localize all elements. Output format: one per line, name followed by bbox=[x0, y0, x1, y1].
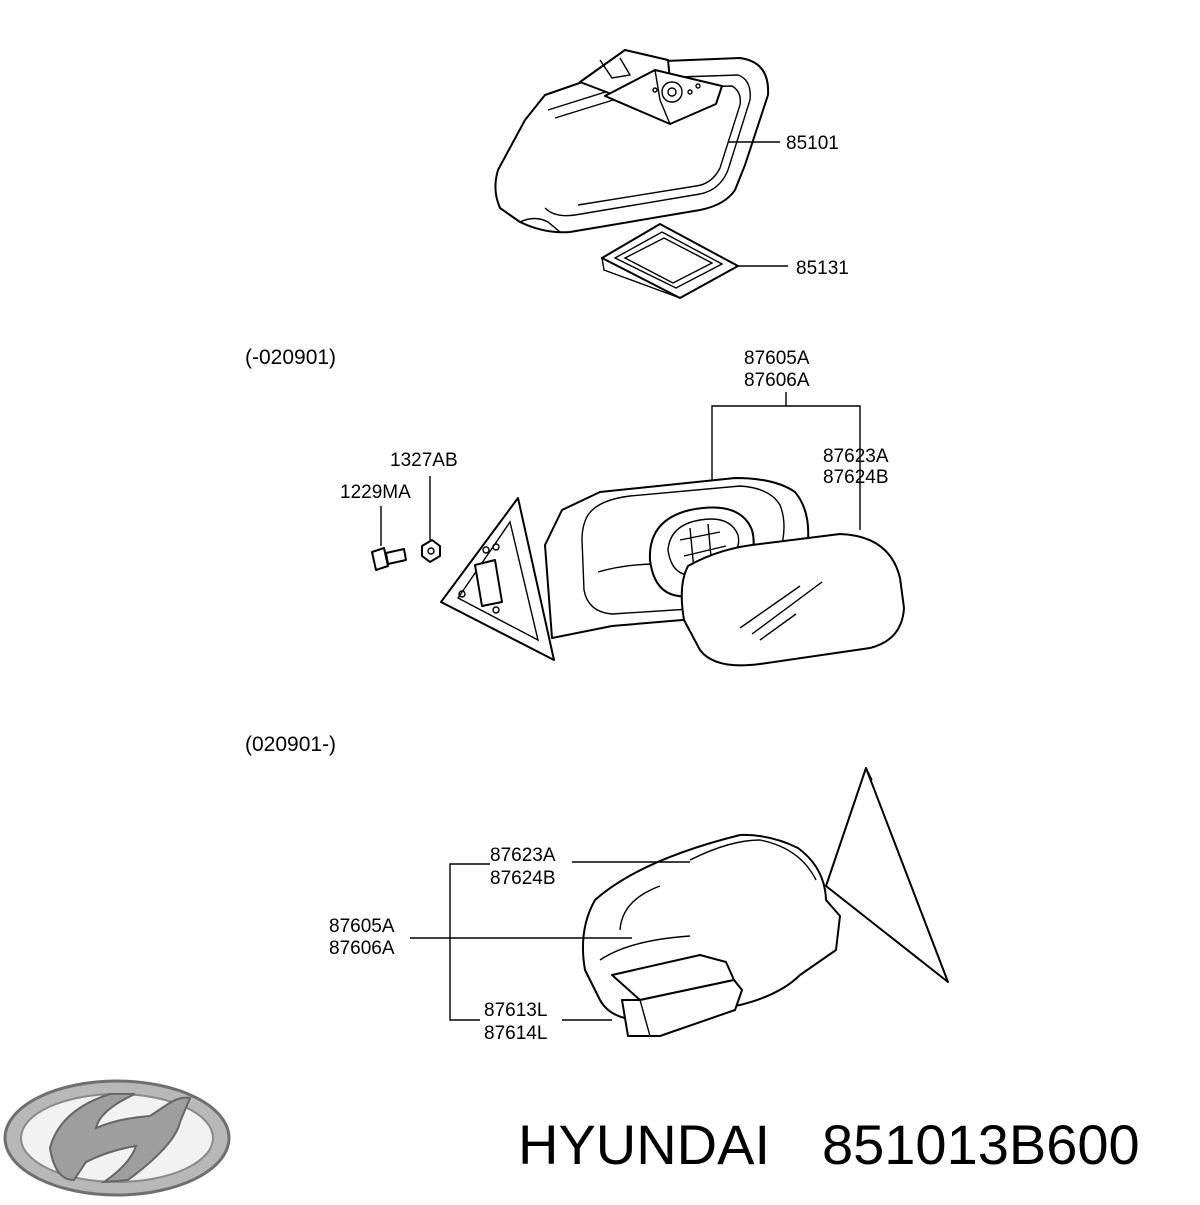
label-87606A-mid: 87606A bbox=[744, 370, 810, 391]
label-87614L-late: 87614L bbox=[484, 1023, 547, 1044]
label-87606A-late: 87606A bbox=[329, 938, 395, 959]
label-87613L-late: 87613L bbox=[484, 1000, 547, 1021]
bolt-drawing bbox=[371, 547, 407, 571]
brand-name: HYUNDAI bbox=[518, 1113, 770, 1176]
label-1327AB: 1327AB bbox=[390, 450, 458, 471]
label-87605A-mid: 87605A bbox=[744, 348, 810, 369]
label-1229MA: 1229MA bbox=[340, 482, 411, 503]
nut-drawing bbox=[421, 539, 441, 563]
label-87605A-late: 87605A bbox=[329, 916, 395, 937]
hyundai-logo-icon bbox=[3, 1079, 231, 1197]
mirror-housing-drawing bbox=[544, 477, 905, 667]
period-label-late: (020901-) bbox=[245, 733, 336, 756]
period-label-early: (-020901) bbox=[245, 346, 336, 369]
label-87624B-late: 87624B bbox=[490, 868, 556, 889]
mirror-housing-late-drawing bbox=[582, 833, 841, 1037]
label-87623A-late: 87623A bbox=[490, 845, 556, 866]
interior-mirror-drawing bbox=[494, 49, 770, 234]
label-87623A-mid: 87623A bbox=[823, 446, 889, 467]
label-85101: 85101 bbox=[786, 133, 839, 154]
label-85131: 85131 bbox=[796, 258, 849, 279]
mirror-base-triangle-drawing bbox=[440, 497, 555, 661]
label-87624B-mid: 87624B bbox=[823, 467, 889, 488]
part-number: 851013B600 bbox=[822, 1113, 1140, 1176]
mirror-cover-plate-drawing bbox=[601, 223, 739, 299]
bracket-late bbox=[449, 863, 490, 1021]
mirror-base-triangle-late-drawing bbox=[825, 767, 949, 983]
